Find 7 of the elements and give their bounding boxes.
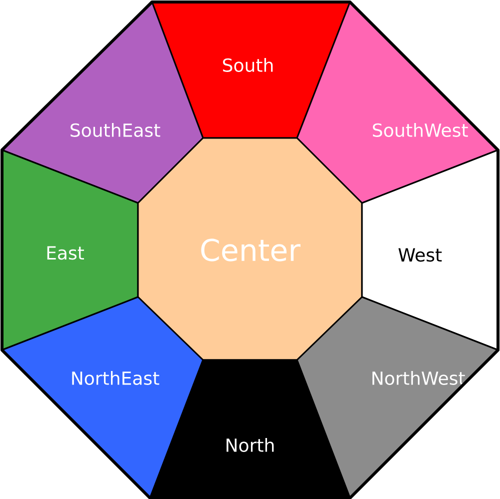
octagon-segment: East [1,149,139,351]
octagon-segment: West [361,149,499,351]
octagon-segment: Center [137,137,363,361]
octagon-segment: NorthWest [296,296,499,499]
octagon-segment: NorthEast [1,296,204,499]
octagon-segment: SouthWest [296,1,499,204]
octagon-segment: SouthEast [1,1,204,204]
